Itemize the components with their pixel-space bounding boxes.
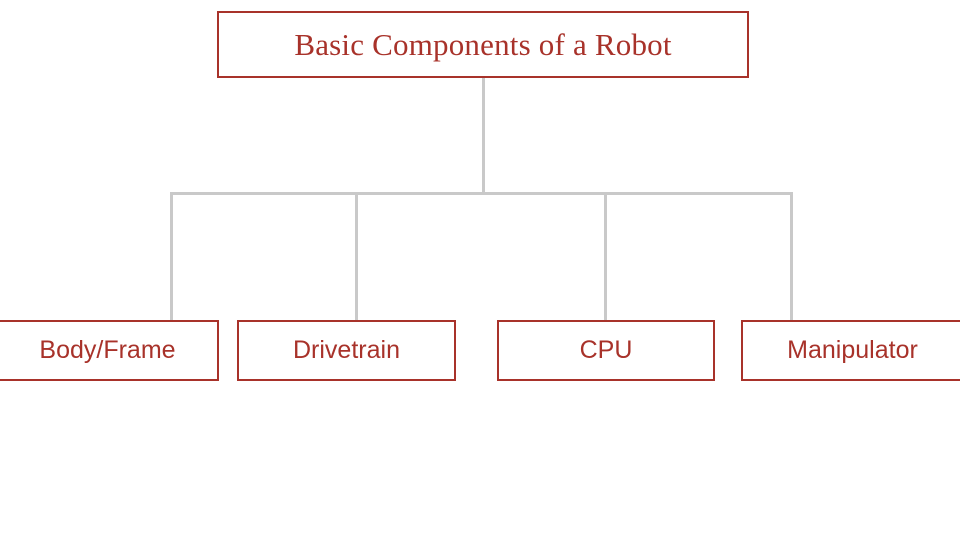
node-manipulator-label: Manipulator <box>787 336 918 364</box>
node-drivetrain: Drivetrain <box>237 320 456 381</box>
node-drivetrain-label: Drivetrain <box>293 336 400 364</box>
connector-drop-body-frame <box>170 192 173 321</box>
connector-root-trunk <box>482 78 485 195</box>
connector-drop-manipulator <box>790 192 793 321</box>
node-body-frame: Body/Frame <box>0 320 219 381</box>
node-cpu-label: CPU <box>579 336 633 364</box>
node-root-label: Basic Components of a Robot <box>294 26 672 62</box>
connector-horizontal-bus <box>170 192 793 195</box>
connector-drop-cpu <box>604 192 607 321</box>
node-manipulator: Manipulator <box>741 320 960 381</box>
node-root: Basic Components of a Robot <box>217 11 749 78</box>
node-body-frame-label: Body/Frame <box>39 336 176 364</box>
node-cpu: CPU <box>497 320 715 381</box>
connector-drop-drivetrain <box>355 192 358 321</box>
